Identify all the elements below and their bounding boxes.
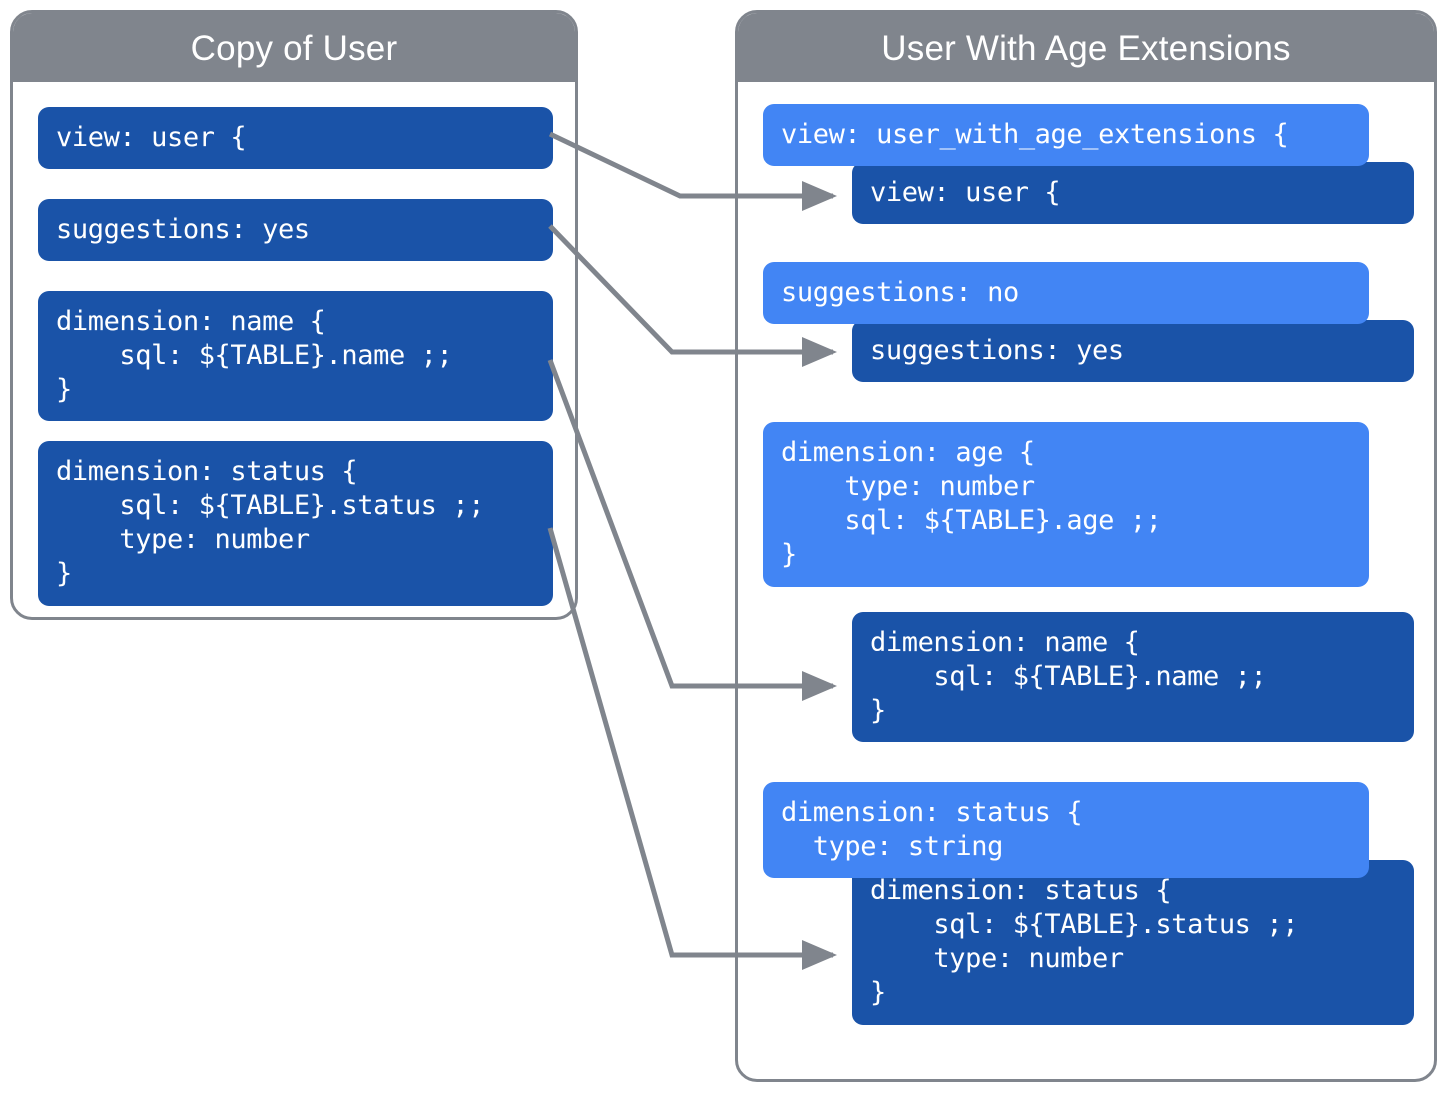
panel-user-with-age-extensions-title: User With Age Extensions — [738, 13, 1434, 82]
right-dimension-age-block[interactable]: dimension: age { type: number sql: ${TAB… — [763, 422, 1369, 587]
panel-user-with-age-extensions: User With Age Extensions view: user_with… — [735, 10, 1437, 1082]
right-dimension-name-inherited-block[interactable]: dimension: name { sql: ${TABLE}.name ;; … — [852, 612, 1414, 742]
right-view-extension-block[interactable]: view: user_with_age_extensions { — [763, 104, 1369, 166]
left-dimension-name-block[interactable]: dimension: name { sql: ${TABLE}.name ;; … — [38, 291, 553, 421]
panel-copy-of-user: Copy of User view: user { suggestions: y… — [10, 10, 578, 620]
panel-copy-of-user-title: Copy of User — [13, 13, 575, 82]
right-dimension-status-inherited-block[interactable]: dimension: status { sql: ${TABLE}.status… — [852, 860, 1414, 1025]
left-suggestions-block[interactable]: suggestions: yes — [38, 199, 553, 261]
left-dimension-status-block[interactable]: dimension: status { sql: ${TABLE}.status… — [38, 441, 553, 606]
right-view-inherited-block[interactable]: view: user { — [852, 162, 1414, 224]
right-suggestions-override-block[interactable]: suggestions: no — [763, 262, 1369, 324]
left-view-block[interactable]: view: user { — [38, 107, 553, 169]
right-suggestions-inherited-block[interactable]: suggestions: yes — [852, 320, 1414, 382]
right-dimension-status-override-block[interactable]: dimension: status { type: string — [763, 782, 1369, 878]
